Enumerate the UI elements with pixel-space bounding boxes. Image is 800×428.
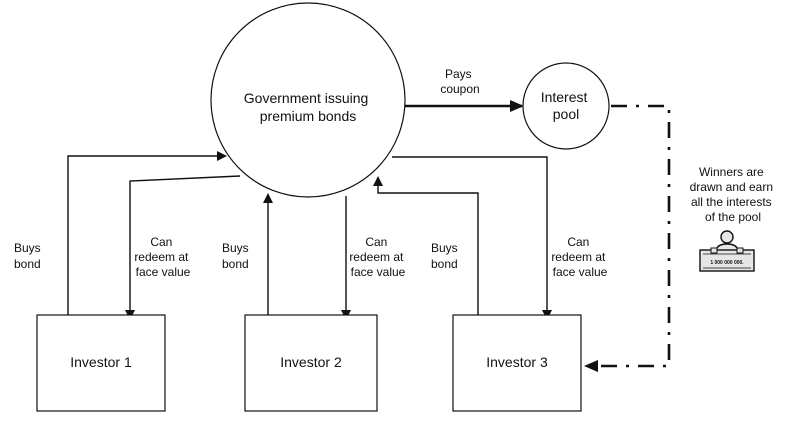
interest-pool-label-line: Interest — [541, 89, 588, 105]
redeem-2-label-line: Can — [365, 235, 387, 249]
redeem-1-arrow — [125, 175, 241, 320]
buys-bond-1-arrow — [67, 151, 227, 315]
interest-pool-node — [522, 62, 610, 150]
pays-coupon-label-line: coupon — [440, 82, 479, 96]
buys-bond-1-label: Buys bond — [14, 241, 44, 271]
buys-bond-1-label-line: Buys — [14, 241, 41, 255]
winners-label: Winners are drawn and earn all the inter… — [690, 165, 777, 224]
interest-pool-label: Interest pool — [541, 89, 592, 122]
redeem-3-label-line: Can — [567, 235, 589, 249]
investor-1-label: Investor 1 — [70, 354, 132, 370]
interest-pool-label-line: pool — [553, 106, 579, 122]
redeem-3-label-line: redeem at — [551, 250, 606, 264]
cheque-amount: 1 000 000 000. — [710, 260, 744, 266]
winner-cheque-icon: 1 000 000 000. — [699, 230, 755, 272]
redeem-3-label-line: face value — [553, 265, 608, 279]
buys-bond-3-arrow — [373, 176, 479, 315]
winners-label-line: Winners are — [699, 165, 764, 179]
winners-label-line: all the interests — [691, 195, 772, 209]
winners-label-line: drawn and earn — [690, 180, 773, 194]
buys-bond-3-label: Buys bond — [431, 241, 461, 271]
buys-bond-2-label: Buys bond — [222, 241, 252, 271]
government-label-line: premium bonds — [260, 108, 357, 124]
redeem-2-label-line: face value — [351, 265, 406, 279]
redeem-3-label: Can redeem at face value — [551, 235, 608, 279]
winners-dashed-arrow — [584, 104, 671, 372]
redeem-1-label: Can redeem at face value — [134, 235, 191, 279]
buys-bond-1-label-line: bond — [14, 257, 41, 271]
buys-bond-3-label-line: Buys — [431, 241, 458, 255]
investor-1-node — [36, 314, 166, 412]
government-node — [210, 2, 406, 198]
redeem-2-label: Can redeem at face value — [349, 235, 406, 279]
winners-label-line: of the pool — [705, 210, 761, 224]
government-label: Government issuing premium bonds — [244, 90, 372, 124]
pays-coupon-label-line: Pays — [445, 67, 472, 81]
redeem-1-label-line: face value — [136, 265, 191, 279]
investor-3-label: Investor 3 — [486, 354, 548, 370]
pays-coupon-label: Pays coupon — [440, 67, 479, 96]
investor-2-node — [244, 314, 378, 412]
buys-bond-2-label-line: Buys — [222, 241, 249, 255]
redeem-3-arrow — [392, 156, 552, 320]
buys-bond-2-label-line: bond — [222, 257, 249, 271]
government-label-line: Government issuing — [244, 90, 369, 106]
redeem-2-label-line: redeem at — [349, 250, 404, 264]
buys-bond-3-label-line: bond — [431, 257, 458, 271]
redeem-1-label-line: redeem at — [134, 250, 189, 264]
redeem-1-label-line: Can — [150, 235, 172, 249]
investor-3-node — [452, 314, 582, 412]
investor-2-label: Investor 2 — [280, 354, 342, 370]
